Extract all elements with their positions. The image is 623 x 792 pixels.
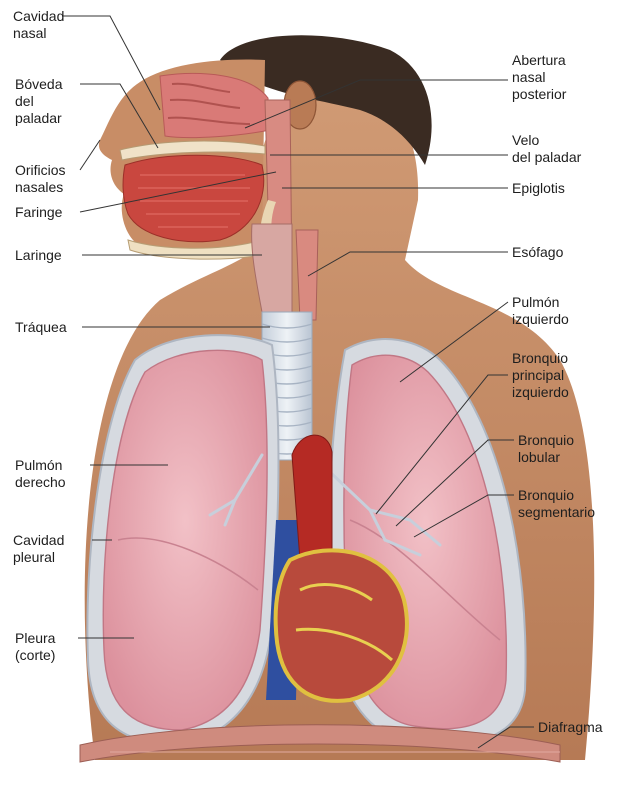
label-pleura-corte: Pleura(corte) [15, 630, 55, 664]
label-esofago: Esófago [512, 244, 563, 261]
heart [276, 550, 407, 701]
leader-orificios-nasales [80, 140, 100, 170]
label-traquea: Tráquea [15, 319, 67, 336]
label-faringe: Faringe [15, 204, 62, 221]
label-laringe: Laringe [15, 247, 62, 264]
esophagus [296, 230, 318, 320]
label-epiglotis: Epiglotis [512, 180, 565, 197]
label-diafragma: Diafragma [538, 719, 603, 736]
